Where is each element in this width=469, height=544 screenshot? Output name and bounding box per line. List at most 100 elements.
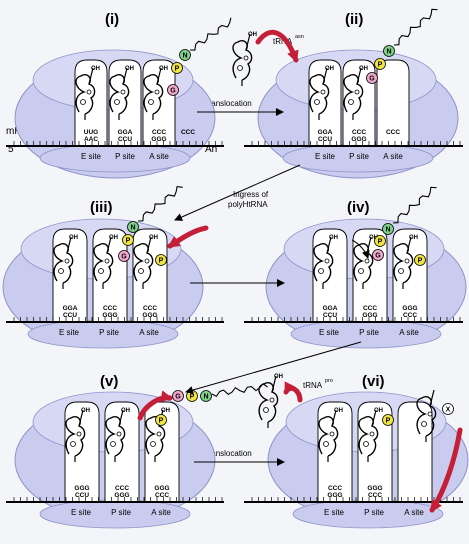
ribosome-site-box <box>104 401 140 503</box>
site-label-e: E site <box>59 328 80 337</box>
amino-acid-ball-icon <box>374 235 386 247</box>
trna-backbone <box>109 74 130 115</box>
trna-stem <box>402 236 412 289</box>
codon-label: CCC <box>181 129 195 136</box>
trna-oh-label: OH <box>91 66 100 72</box>
trna-icon <box>416 389 437 442</box>
codon-label: GGG <box>151 136 166 143</box>
amino-acid-label: P <box>378 62 383 69</box>
amino-acid-ball-icon <box>414 254 426 266</box>
trna-icon: OH <box>353 235 378 289</box>
codon-label: CCC <box>328 485 342 492</box>
amino-acid-ball-icon <box>171 62 183 74</box>
trna-backbone <box>105 416 126 457</box>
trna-loop <box>76 431 82 437</box>
straight-arrow-icon <box>185 341 362 394</box>
codon-label: GGG <box>74 485 89 492</box>
trna-loop <box>86 89 92 95</box>
amino-acid-label: N <box>130 225 135 232</box>
trna-loop <box>398 268 404 274</box>
trna-oh-label: OH <box>359 66 368 72</box>
trna-oh-label: OH <box>374 408 383 414</box>
an-label: An <box>205 144 217 155</box>
site-label-p: P site <box>115 152 135 161</box>
straight-arrow-icon <box>174 164 301 221</box>
codon-label: GGG <box>367 485 382 492</box>
amino-acid-label: N <box>203 394 208 401</box>
trna-backbone <box>358 416 379 457</box>
amino-acid-ball-icon <box>442 403 454 415</box>
trna-oh-label: OH <box>69 235 78 241</box>
trna-stem <box>322 236 332 289</box>
codon-label: GGA <box>318 129 333 136</box>
ribosome-site-box <box>108 59 142 147</box>
panel-label-iv: (iv) <box>347 199 370 216</box>
panel-labels: (i) (ii) (iii) (iv) (v) (vi) <box>90 11 385 390</box>
trna-pro-sup: pro <box>325 378 333 384</box>
trna-loop <box>138 268 144 274</box>
amino-acid-ball-icon <box>167 84 179 96</box>
site-label-a: A site <box>404 508 424 517</box>
codon-label: CCC <box>143 305 157 312</box>
ribosome-site-box <box>317 401 353 503</box>
codon-label: GGG <box>102 312 117 319</box>
amino-acid-ball-icon <box>382 223 394 235</box>
trna-loop <box>120 89 126 95</box>
trna-loop <box>156 431 162 437</box>
trna-icon: OH <box>343 66 368 120</box>
trna-loop <box>363 441 369 447</box>
ribosome-site-box <box>308 59 342 147</box>
amino-acid-ball-icon <box>118 250 130 262</box>
trna-loop <box>80 99 86 105</box>
trna-loop <box>369 431 375 437</box>
trna-backbone <box>93 243 114 284</box>
amino-acid-label: P <box>159 418 164 425</box>
site-label-e: E site <box>71 508 92 517</box>
codon-label: GGG <box>402 305 417 312</box>
codon-label: UUG <box>84 129 98 136</box>
ribosome-site-box <box>64 401 100 503</box>
trna-oh-label: OH <box>325 66 334 72</box>
codon-label: GGG <box>362 312 377 319</box>
codon-label: CCC <box>403 312 417 319</box>
trna-loop <box>237 65 243 71</box>
trna-backbone <box>313 243 334 284</box>
trna-oh-label: OH <box>81 408 90 414</box>
trna-loop <box>64 258 70 264</box>
trna-loop <box>116 431 122 437</box>
trna-loop <box>323 441 329 447</box>
trna-backbone <box>309 74 330 115</box>
trna-loop <box>354 89 360 95</box>
translocation-label-2: Translocation <box>204 449 252 458</box>
ribosome-site-box <box>74 59 108 147</box>
trna-loop <box>329 431 335 437</box>
panel-label-v: (v) <box>100 373 118 390</box>
amino-acid-label: G <box>175 394 181 401</box>
trna-loop <box>358 268 364 274</box>
trna-stem <box>241 33 251 86</box>
amino-acid-label: G <box>170 88 176 95</box>
trna-stem <box>142 236 152 289</box>
site-label-a: A site <box>151 508 171 517</box>
amino-acid-label: N <box>385 227 390 234</box>
trna-oh-label: OH <box>149 235 158 241</box>
panel-label-i: (i) <box>105 11 119 28</box>
trna-backbone <box>416 396 437 437</box>
trna-icon: OH <box>258 374 283 428</box>
site-label-a: A site <box>139 328 159 337</box>
amino-acid-label: P <box>418 258 423 265</box>
trna-loop <box>348 99 354 105</box>
trna-loop <box>114 99 120 105</box>
trna-loop <box>98 268 104 274</box>
trna-icon: OH <box>105 408 130 462</box>
site-label-e: E site <box>315 152 336 161</box>
trna-loop <box>427 411 433 417</box>
panel-label-vi: (vi) <box>362 373 385 390</box>
trna-loop <box>148 99 154 105</box>
polypeptide-wave-icon <box>392 186 437 224</box>
trna-oh-label: OH <box>334 408 343 414</box>
trna-loop <box>421 421 427 427</box>
